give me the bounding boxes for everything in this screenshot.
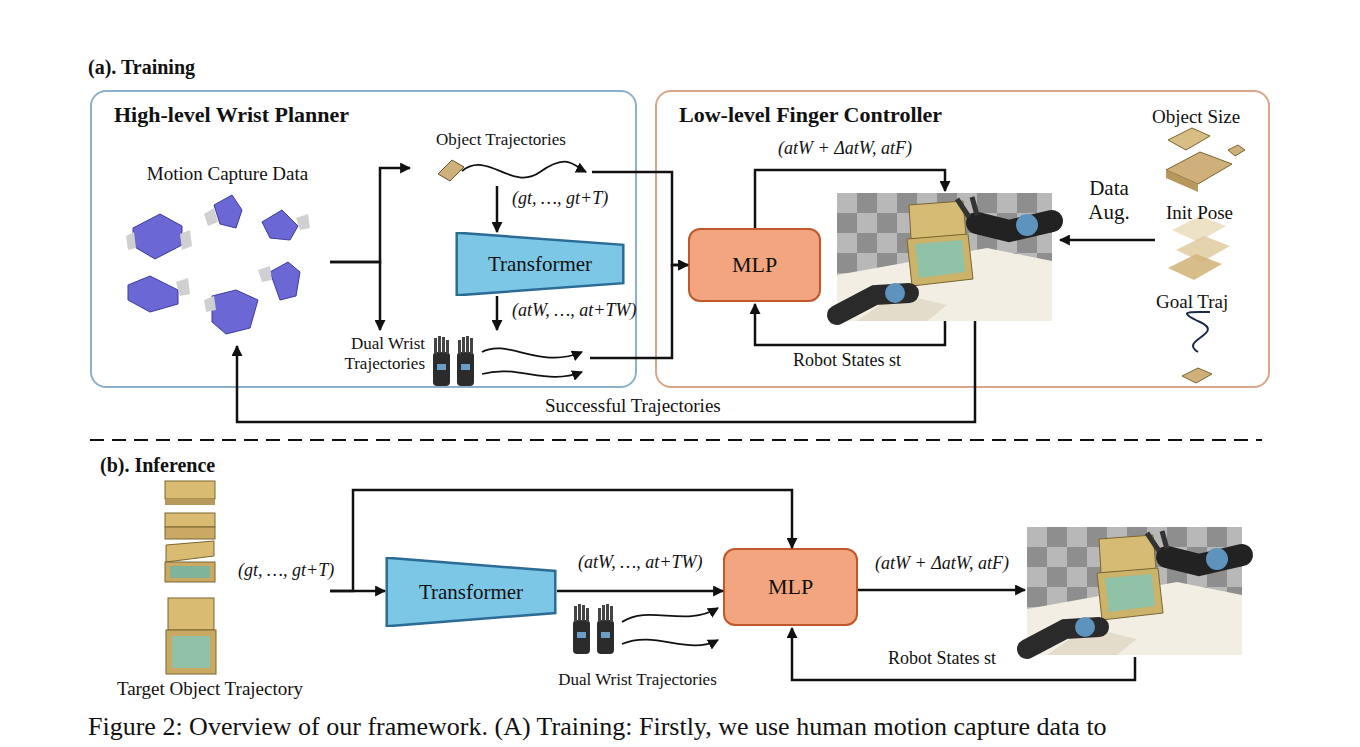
section-divider <box>90 439 1262 441</box>
data-aug-art <box>1187 312 1210 352</box>
target-object-art <box>165 481 216 674</box>
node-label: Motion Capture Data <box>125 163 330 185</box>
mlp-block: MLP <box>688 228 821 302</box>
node-label: Object Trajectories <box>410 130 592 150</box>
transformer-block: Transformer <box>385 557 557 627</box>
edge-label: (gt, …, gt+T) <box>512 188 608 209</box>
motion-capture-art <box>204 208 218 226</box>
state-feedback-arrow <box>755 304 945 345</box>
target-object-art <box>168 598 214 630</box>
section-label: (a). Training <box>88 56 195 79</box>
action-arrow <box>858 589 1025 592</box>
data-aug-art <box>1166 128 1245 383</box>
motion-capture-art <box>126 195 310 334</box>
data-aug-art <box>1168 254 1222 280</box>
transformer-block: Transformer <box>455 232 625 296</box>
simulation-scene <box>1027 527 1242 655</box>
edge-label: (atW, …, at+TW) <box>578 552 703 573</box>
target-object-art <box>166 541 214 562</box>
edge-group <box>330 168 792 591</box>
target-object-art <box>170 566 210 578</box>
data-aug-arrow <box>1060 239 1155 242</box>
motion-capture-art <box>214 195 242 228</box>
motion-capture-art <box>296 214 310 230</box>
action-label: (atW + ΔatW, atF) <box>875 553 1009 574</box>
mlp-block: MLP <box>723 548 858 626</box>
panel-heading: High-level Wrist Planner <box>114 102 534 127</box>
target-object-art <box>165 499 215 505</box>
flow-arrow <box>592 172 688 265</box>
target-object-art <box>165 562 215 582</box>
edge-label: (atW, …, at+TW) <box>512 300 637 321</box>
flow-arrow <box>496 186 499 232</box>
data-source: Motion Capture Data <box>125 163 330 340</box>
node-label: MLP <box>690 252 819 277</box>
motion-capture-art <box>180 230 192 250</box>
flow-arrow <box>496 296 499 330</box>
annotation: Object Size <box>1152 106 1240 128</box>
motion-capture-art <box>176 278 190 296</box>
object-trajectory-art <box>438 160 464 181</box>
robot-hands-icon <box>573 604 614 654</box>
data-source: Object Trajectories <box>410 130 592 186</box>
motion-capture-art <box>133 214 182 259</box>
target-object-art <box>165 513 215 527</box>
state-feedback-arrow <box>792 628 1135 680</box>
object-trajectory-art <box>438 160 464 181</box>
target-object-art <box>166 630 216 674</box>
motion-capture-art <box>258 266 272 282</box>
node-label: Target Object Trajectory <box>90 678 330 700</box>
action-label: (atW + ΔatW, atF) <box>778 138 912 159</box>
flow-arrow <box>557 590 723 593</box>
section-label: (b). Inference <box>100 454 215 477</box>
target-object-art <box>165 527 215 539</box>
data-source: Target Object Trajectory <box>90 472 330 704</box>
annotation: Init Pose <box>1166 202 1233 224</box>
connector-layer <box>90 162 1262 680</box>
trajectory-curve <box>622 640 718 646</box>
flow-arrow <box>330 490 792 591</box>
node-label: Transformer <box>455 252 625 276</box>
flow-arrow <box>330 590 385 593</box>
node-label: MLP <box>725 574 856 599</box>
data-aug-art <box>1166 170 1198 192</box>
motion-capture-art <box>204 296 216 312</box>
robot-hands-icon <box>433 336 474 386</box>
action-arrow <box>755 170 945 228</box>
motion-capture-art <box>262 210 298 240</box>
planner-panel: High-level Wrist PlannerMotion Capture D… <box>90 90 637 388</box>
signal-label: Robot States st <box>793 350 901 371</box>
data-source: Dual Wrist Trajectories <box>325 330 590 384</box>
trajectory-curve <box>482 371 582 377</box>
flow-arrow <box>330 168 410 262</box>
trajectory-curve <box>622 608 718 622</box>
loop-label: Successful Trajectories <box>545 395 721 417</box>
node-label: Transformer <box>385 580 557 604</box>
data-aug-art <box>1182 368 1212 383</box>
data-source: Dual Wrist Trajectories <box>550 598 725 693</box>
simulation-scene <box>837 193 1052 321</box>
target-object-art <box>172 636 210 668</box>
annotation: Data Aug. <box>1078 176 1140 224</box>
motion-capture-art <box>270 262 300 300</box>
feedback-loop-arrow <box>237 321 975 422</box>
data-aug-art <box>1168 128 1210 150</box>
node-label: Dual Wrist Trajectories <box>325 334 425 373</box>
signal-label: Robot States st <box>888 648 996 669</box>
trajectory-curve <box>462 162 586 178</box>
node-label: Dual Wrist Trajectories <box>550 670 725 690</box>
controller-panel: Low-level Finger ControllerMLP <box>655 90 1270 388</box>
motion-capture-art <box>212 290 258 334</box>
caption: Figure 2: Overview of our framework. (A)… <box>88 712 1107 742</box>
motion-capture-art <box>126 232 136 250</box>
annotation: Goal Traj <box>1156 291 1228 313</box>
panel-heading: Low-level Finger Controller <box>679 102 1099 127</box>
edge-label: (gt, …, gt+T) <box>238 560 334 581</box>
trajectory-curve <box>482 348 582 357</box>
flow-arrow <box>330 262 380 330</box>
target-object-art <box>165 481 215 499</box>
motion-capture-art <box>128 276 178 312</box>
data-aug-art <box>1228 145 1245 156</box>
